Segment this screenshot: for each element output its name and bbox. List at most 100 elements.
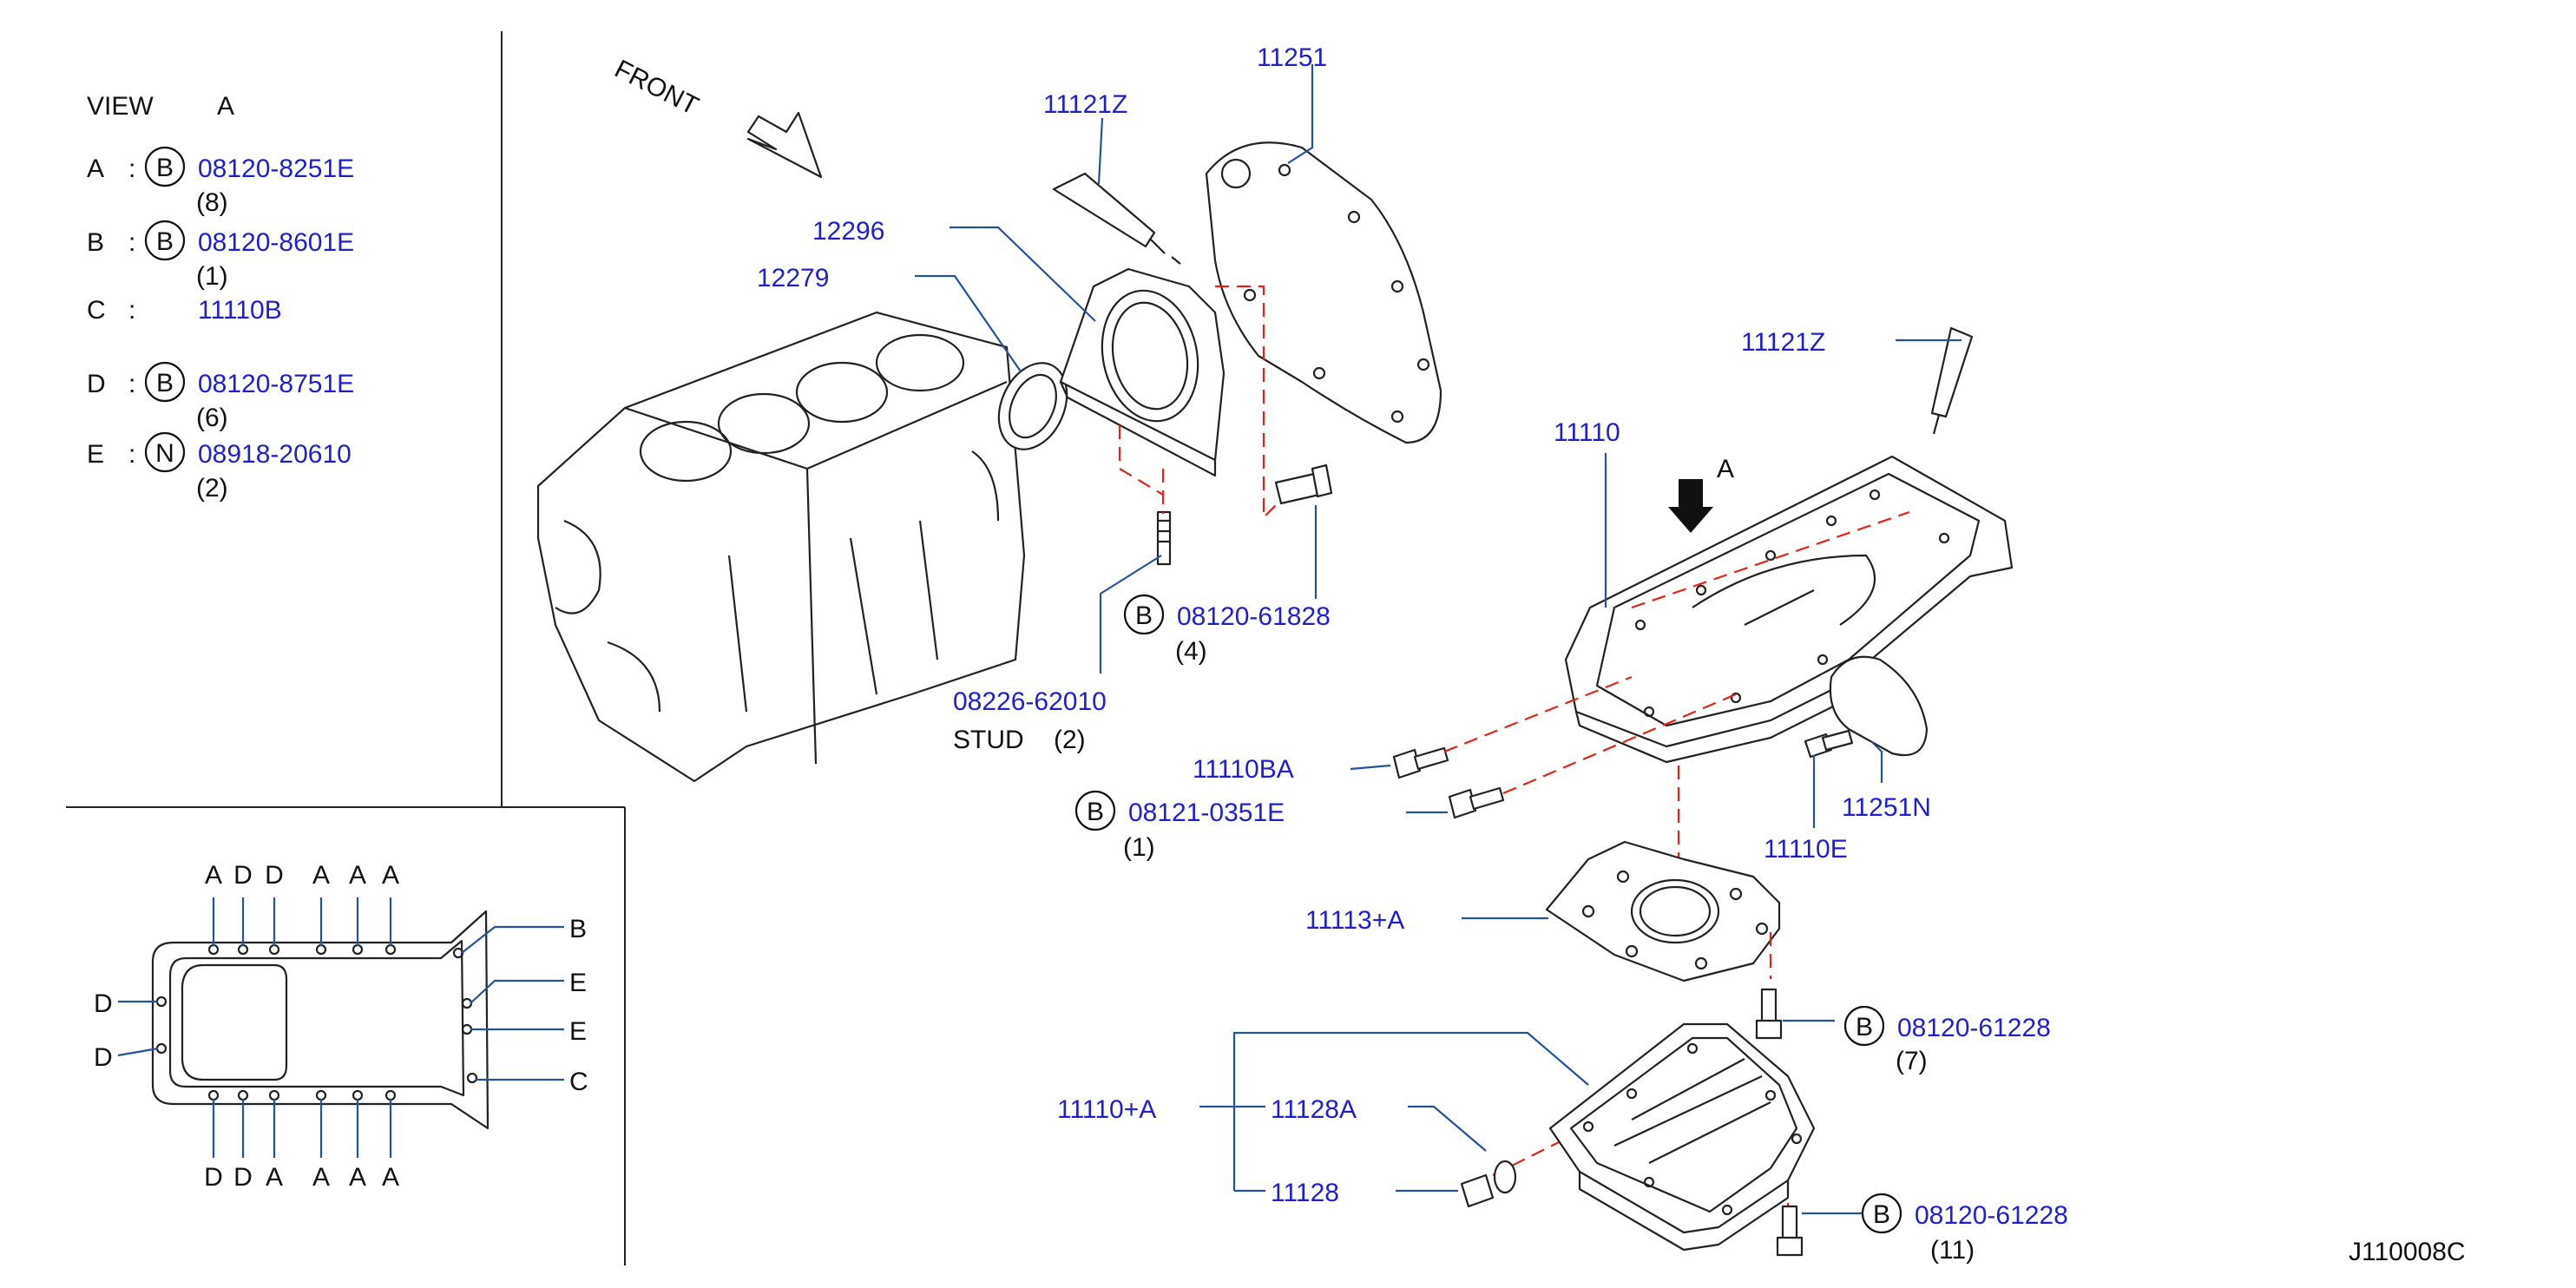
callout-12296: 12296 bbox=[812, 217, 884, 246]
bolt-illustration bbox=[1274, 463, 1333, 505]
svg-text:A: A bbox=[205, 861, 222, 890]
bolt-illustration bbox=[1448, 786, 1505, 819]
svg-text:D: D bbox=[94, 989, 113, 1018]
svg-text:B: B bbox=[569, 915, 587, 943]
callout-08120-61228-upper: 08120-61228 bbox=[1897, 1014, 2051, 1042]
callout-11110: 11110 bbox=[1554, 418, 1620, 447]
callout-08120-61228-lower: 08120-61228 bbox=[1915, 1201, 2068, 1230]
svg-text:08120-8251E: 08120-8251E bbox=[198, 154, 354, 183]
svg-text:08120-8751E: 08120-8751E bbox=[198, 370, 354, 398]
svg-text:(1): (1) bbox=[196, 262, 228, 291]
svg-text:B: B bbox=[156, 154, 174, 182]
drain-plug-illustration bbox=[1460, 1160, 1517, 1208]
legend-row: D : B 08120-8751E (6) bbox=[87, 361, 354, 432]
view-a-legend: VIEW A A : B 08120-8251E (8) B : B 08120… bbox=[87, 92, 354, 503]
callout-11110ba: 11110BA bbox=[1193, 755, 1294, 784]
svg-text:D: D bbox=[87, 370, 106, 398]
callout-08226-62010: 08226-62010 bbox=[953, 687, 1107, 716]
svg-text:(7): (7) bbox=[1896, 1047, 1928, 1075]
svg-text:B: B bbox=[156, 369, 174, 398]
sealant-tube-illustration bbox=[1930, 326, 1974, 435]
front-label: FRONT bbox=[610, 55, 703, 121]
callout-08121-0351e: 08121-0351E bbox=[1128, 798, 1285, 827]
bolt-map-leaders bbox=[117, 897, 564, 1158]
bolt-illustration bbox=[1755, 988, 1783, 1040]
bolt-position-map: A D D A A A D D A A A A D D B E E C bbox=[94, 861, 588, 1192]
svg-text:(8): (8) bbox=[196, 188, 228, 217]
bolt-hole-markers bbox=[155, 943, 478, 1101]
bolt-map-letters: A D D A A A D D A A A A D D B E E C bbox=[94, 861, 588, 1192]
rear-gasket-illustration bbox=[1205, 141, 1442, 444]
svg-text:D: D bbox=[233, 861, 253, 890]
callout-11113a: 11113+A bbox=[1305, 906, 1404, 935]
callout-12279: 12279 bbox=[757, 264, 829, 292]
svg-text::: : bbox=[128, 296, 135, 325]
svg-text:A: A bbox=[266, 1163, 283, 1192]
svg-text::: : bbox=[128, 154, 135, 183]
legend-row: A : B 08120-8251E (8) bbox=[87, 146, 354, 217]
legend-row: B : B 08120-8601E (1) bbox=[87, 220, 354, 291]
red-assembly-lines bbox=[1443, 510, 1910, 859]
sealant-tube-illustration bbox=[1052, 172, 1181, 265]
svg-text:A: A bbox=[312, 1163, 330, 1192]
strainer-gasket-illustration bbox=[1545, 840, 1781, 982]
callout-11251: 11251 bbox=[1257, 43, 1327, 72]
callout-11110e: 11110E bbox=[1764, 835, 1848, 864]
bolt-illustration bbox=[1392, 746, 1449, 779]
view-a-arrow-label: A bbox=[1717, 455, 1734, 483]
oil-pan-upper-illustration bbox=[1564, 455, 2014, 764]
svg-text:D: D bbox=[233, 1163, 253, 1192]
stud-illustration bbox=[1156, 510, 1172, 566]
svg-text:E: E bbox=[569, 1017, 587, 1046]
svg-text:B: B bbox=[1873, 1200, 1890, 1229]
stud-label: STUD bbox=[953, 726, 1024, 754]
svg-text::: : bbox=[128, 370, 135, 398]
svg-text:(11): (11) bbox=[1930, 1236, 1975, 1265]
svg-text:D: D bbox=[265, 861, 284, 890]
front-direction-indicator: FRONT bbox=[610, 55, 823, 179]
svg-text:B: B bbox=[1087, 798, 1104, 826]
callout-labels: 11251 11121Z 12296 12279 11121Z 11110 A … bbox=[757, 43, 2068, 1265]
svg-text:08120-8601E: 08120-8601E bbox=[198, 228, 354, 257]
callout-11121z-right: 11121Z bbox=[1741, 328, 1825, 357]
callout-leaders bbox=[915, 64, 1962, 1215]
callout-11128a: 11128A bbox=[1271, 1095, 1357, 1124]
callout-11251n: 11251N bbox=[1842, 793, 1931, 822]
svg-text:B: B bbox=[87, 228, 104, 257]
cover-plate-illustration bbox=[1804, 655, 1929, 759]
svg-text:C: C bbox=[569, 1068, 588, 1096]
svg-text:B: B bbox=[1135, 601, 1153, 630]
svg-text:A: A bbox=[349, 861, 366, 890]
callout-08120-61828: 08120-61828 bbox=[1177, 602, 1331, 631]
svg-text:(2): (2) bbox=[1054, 726, 1086, 754]
svg-text:A: A bbox=[312, 861, 330, 890]
svg-text:C: C bbox=[87, 296, 106, 325]
svg-text:(6): (6) bbox=[196, 404, 228, 432]
oil-seal-illustration bbox=[997, 362, 1068, 450]
svg-text:B: B bbox=[1856, 1013, 1873, 1042]
svg-text:A: A bbox=[349, 1163, 366, 1192]
callout-11121z-top: 11121Z bbox=[1043, 90, 1127, 119]
diagram-code: J110008C bbox=[2349, 1238, 2466, 1266]
view-a-letter: A bbox=[217, 92, 234, 121]
svg-text:A: A bbox=[382, 1163, 399, 1192]
view-a-arrow-icon bbox=[1668, 479, 1713, 533]
svg-text:(4): (4) bbox=[1175, 637, 1207, 666]
svg-text:(2): (2) bbox=[196, 474, 228, 503]
view-a-title: VIEW bbox=[87, 92, 154, 121]
svg-text:D: D bbox=[204, 1163, 223, 1192]
callout-11110a: 11110+A bbox=[1057, 1095, 1156, 1124]
legend-row: E : N 08918-20610 (2) bbox=[87, 431, 352, 503]
svg-text:N: N bbox=[155, 439, 174, 468]
svg-text::: : bbox=[128, 228, 135, 257]
frame-lines bbox=[66, 31, 626, 1265]
callout-11128: 11128 bbox=[1271, 1179, 1339, 1207]
svg-text:08918-20610: 08918-20610 bbox=[198, 440, 352, 469]
legend-row: C : 11110B bbox=[87, 296, 282, 325]
svg-text::: : bbox=[128, 440, 135, 469]
engine-block-illustration bbox=[536, 311, 1026, 783]
svg-text:A: A bbox=[87, 154, 104, 183]
svg-text:E: E bbox=[569, 969, 587, 997]
svg-text:11110B: 11110B bbox=[198, 296, 282, 325]
